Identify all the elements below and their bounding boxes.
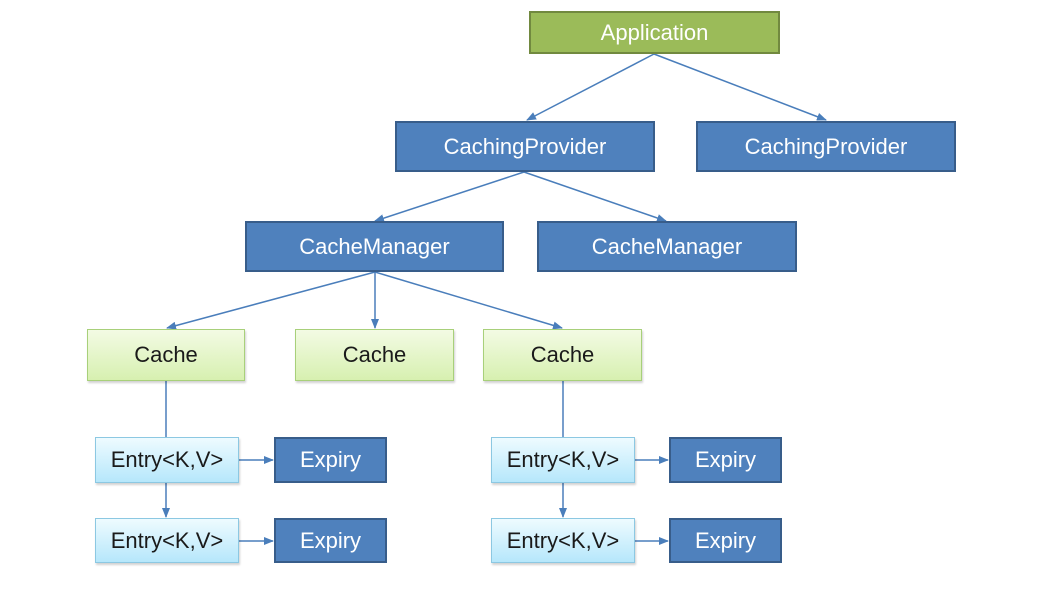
expiry-node-2: Expiry <box>274 518 387 563</box>
cache-node-2: Cache <box>295 329 454 381</box>
caching-provider-node-2: CachingProvider <box>696 121 956 172</box>
expiry-node-1: Expiry <box>274 437 387 483</box>
edge-application-provider-2 <box>653 53 827 121</box>
edge-provider-manager-1 <box>374 171 525 222</box>
application-node: Application <box>529 11 780 54</box>
entry-node-3: Entry<K,V> <box>491 437 635 483</box>
edge-manager-cache-3 <box>374 271 563 330</box>
expiry-node-3: Expiry <box>669 437 782 483</box>
entry-node-1: Entry<K,V> <box>95 437 239 483</box>
edge-provider-manager-2 <box>523 171 667 222</box>
cache-manager-node-2: CacheManager <box>537 221 797 272</box>
caching-provider-node-1: CachingProvider <box>395 121 655 172</box>
cache-node-1: Cache <box>87 329 245 381</box>
entry-node-4: Entry<K,V> <box>491 518 635 563</box>
edge-manager-cache-1 <box>166 271 376 330</box>
cache-manager-node-1: CacheManager <box>245 221 504 272</box>
entry-node-2: Entry<K,V> <box>95 518 239 563</box>
cache-node-3: Cache <box>483 329 642 381</box>
expiry-node-4: Expiry <box>669 518 782 563</box>
edge-application-provider-1 <box>526 53 655 121</box>
